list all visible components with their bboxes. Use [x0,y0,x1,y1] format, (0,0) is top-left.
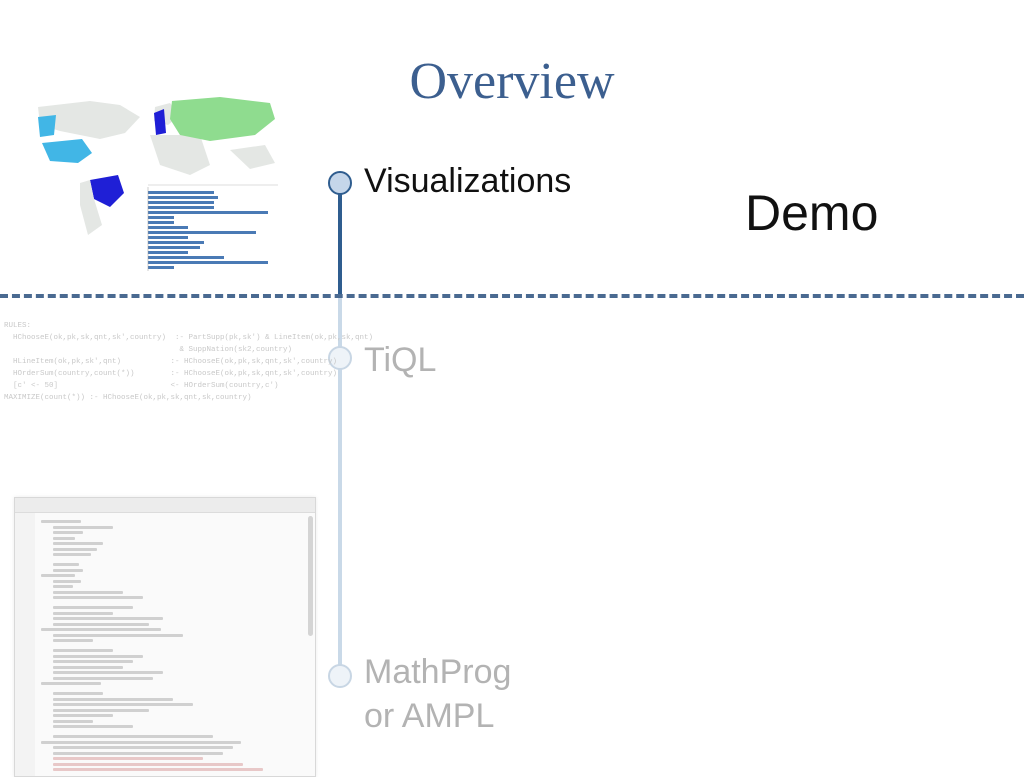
code-line [53,719,93,723]
code-line [53,531,83,534]
demo-label: Demo [745,185,879,241]
code-line [53,622,149,626]
code-line [53,692,103,695]
code-line [53,579,81,583]
code-line [53,606,133,609]
editor-gutter [15,513,35,776]
timeline-label-tiql: TiQL [364,341,437,379]
code-line [53,725,133,728]
map-country-blue [154,109,166,135]
code-line [53,536,75,540]
timeline-node-visualizations [328,171,352,195]
map-country-cyan [42,139,92,163]
code-line [53,746,233,749]
code-line [53,585,73,588]
code-line [53,671,163,674]
world-map-thumbnail [38,97,278,271]
code-line [41,740,241,744]
code-line [53,665,123,669]
code-line [53,611,113,615]
code-line [53,633,183,637]
code-line [53,590,123,594]
map-country-blue [90,175,124,207]
timeline-node-tiql [328,346,352,370]
map-landmass [38,101,140,139]
code-line [53,735,213,738]
code-line [53,714,113,717]
code-line [53,703,193,706]
code-line [53,768,263,771]
slide-title: Overview [409,53,615,110]
code-line [41,520,81,523]
code-line [53,639,93,642]
code-line [53,649,113,652]
code-line [41,628,161,631]
code-line [41,574,75,577]
map-landmass [150,135,210,175]
editor-scrollbar [308,516,313,636]
timeline-label-visualizations: Visualizations [364,162,572,200]
code-line [53,596,143,599]
map-landmass [80,180,102,235]
map-country-cyan [38,115,56,137]
timeline-label-mathprog-line1: MathProg [364,653,512,691]
code-line [53,563,79,566]
rules-code-thumbnail: RULES: HChooseE(ok,pk,sk,qnt,sk',country… [4,322,374,402]
code-line [53,708,149,712]
code-line [53,542,103,545]
timeline-segment-active [338,184,342,298]
code-line [41,682,101,685]
map-landmass [230,145,275,169]
code-editor-thumbnail [14,497,316,777]
timeline-label-mathprog: MathProg or AMPL [364,650,511,738]
timeline-node-mathprog [328,664,352,688]
code-line [53,762,243,766]
code-line [53,751,223,755]
code-line [53,654,143,658]
bar-chart-thumbnail [147,184,278,271]
code-line [53,660,133,663]
timeline-label-mathprog-line2: or AMPL [364,697,495,735]
code-line [53,697,173,701]
editor-titlebar [15,498,315,513]
code-line [53,547,97,551]
code-line [53,617,163,620]
code-line [53,676,153,680]
timeline-segment-inactive [338,298,342,678]
code-line [53,525,113,529]
code-line [53,568,83,572]
section-divider [0,294,1024,298]
code-line [53,757,203,760]
code-line [53,553,91,556]
map-country-green [170,97,275,141]
